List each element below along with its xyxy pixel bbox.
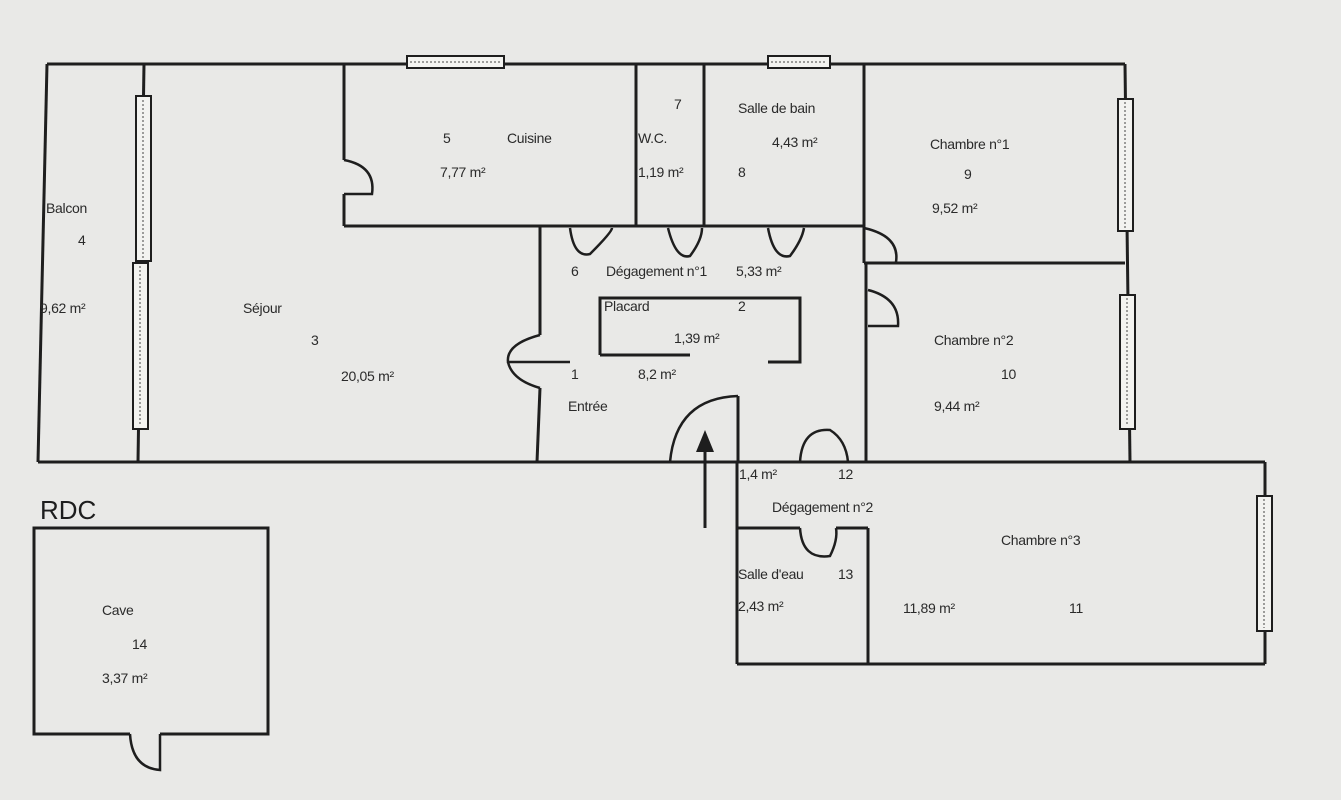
room-cuisine-name: Cuisine — [507, 130, 552, 146]
room-wc-area: 1,19 m² — [638, 164, 684, 180]
room-degagement1-area: 5,33 m² — [736, 263, 782, 279]
room-cuisine-number: 5 — [443, 130, 451, 146]
room-chambre2-area: 9,44 m² — [934, 398, 980, 414]
room-placard-name: Placard — [604, 298, 650, 314]
room-sejour-number: 3 — [311, 332, 319, 348]
room-sejour-name: Séjour — [243, 300, 282, 316]
entrance-arrow-icon — [696, 430, 714, 528]
room-entree-name: Entrée — [568, 398, 608, 414]
room-entree-number: 1 — [571, 366, 579, 382]
room-degagement2-name: Dégagement n°2 — [772, 499, 874, 515]
room-wc-name: W.C. — [638, 130, 668, 146]
doors — [128, 158, 900, 772]
windows — [132, 55, 1273, 632]
room-chambre3-name: Chambre n°3 — [1001, 532, 1081, 548]
room-balcon-name: Balcon — [46, 200, 88, 216]
room-balcon-number: 4 — [78, 232, 86, 248]
level-label: RDC — [40, 495, 97, 525]
room-salle-eau-area: 2,43 m² — [738, 598, 784, 614]
room-balcon-area: 9,62 m² — [40, 300, 86, 316]
room-chambre1-name: Chambre n°1 — [930, 136, 1010, 152]
room-sdb-area: 4,43 m² — [772, 134, 818, 150]
room-chambre2-name: Chambre n°2 — [934, 332, 1014, 348]
room-cuisine-area: 7,77 m² — [440, 164, 486, 180]
exterior-walls — [36, 62, 1267, 666]
room-chambre2-number: 10 — [1001, 366, 1016, 382]
room-sdb-number: 8 — [738, 164, 746, 180]
interior-walls — [32, 63, 1125, 736]
room-wc-number: 7 — [674, 96, 682, 112]
room-chambre3-number: 11 — [1069, 600, 1083, 616]
room-cave-name: Cave — [102, 602, 134, 618]
room-chambre1-number: 9 — [964, 166, 972, 182]
room-entree-area: 8,2 m² — [638, 366, 676, 382]
room-chambre1-area: 9,52 m² — [932, 200, 978, 216]
room-degagement2-area: 1,4 m² — [739, 466, 777, 482]
room-sdb-name: Salle de bain — [738, 100, 816, 116]
room-degagement2-number: 12 — [838, 466, 853, 482]
room-degagement1-number: 6 — [571, 263, 579, 279]
room-sejour-area: 20,05 m² — [341, 368, 394, 384]
room-salle-eau-number: 13 — [838, 566, 853, 582]
room-chambre3-area: 11,89 m² — [903, 600, 955, 616]
room-cave-area: 3,37 m² — [102, 670, 148, 686]
room-placard-area: 1,39 m² — [674, 330, 720, 346]
room-placard-number: 2 — [738, 298, 746, 314]
room-cave-number: 14 — [132, 636, 147, 652]
room-degagement1-name: Dégagement n°1 — [606, 263, 708, 279]
room-salle-eau-name: Salle d'eau — [738, 566, 804, 582]
